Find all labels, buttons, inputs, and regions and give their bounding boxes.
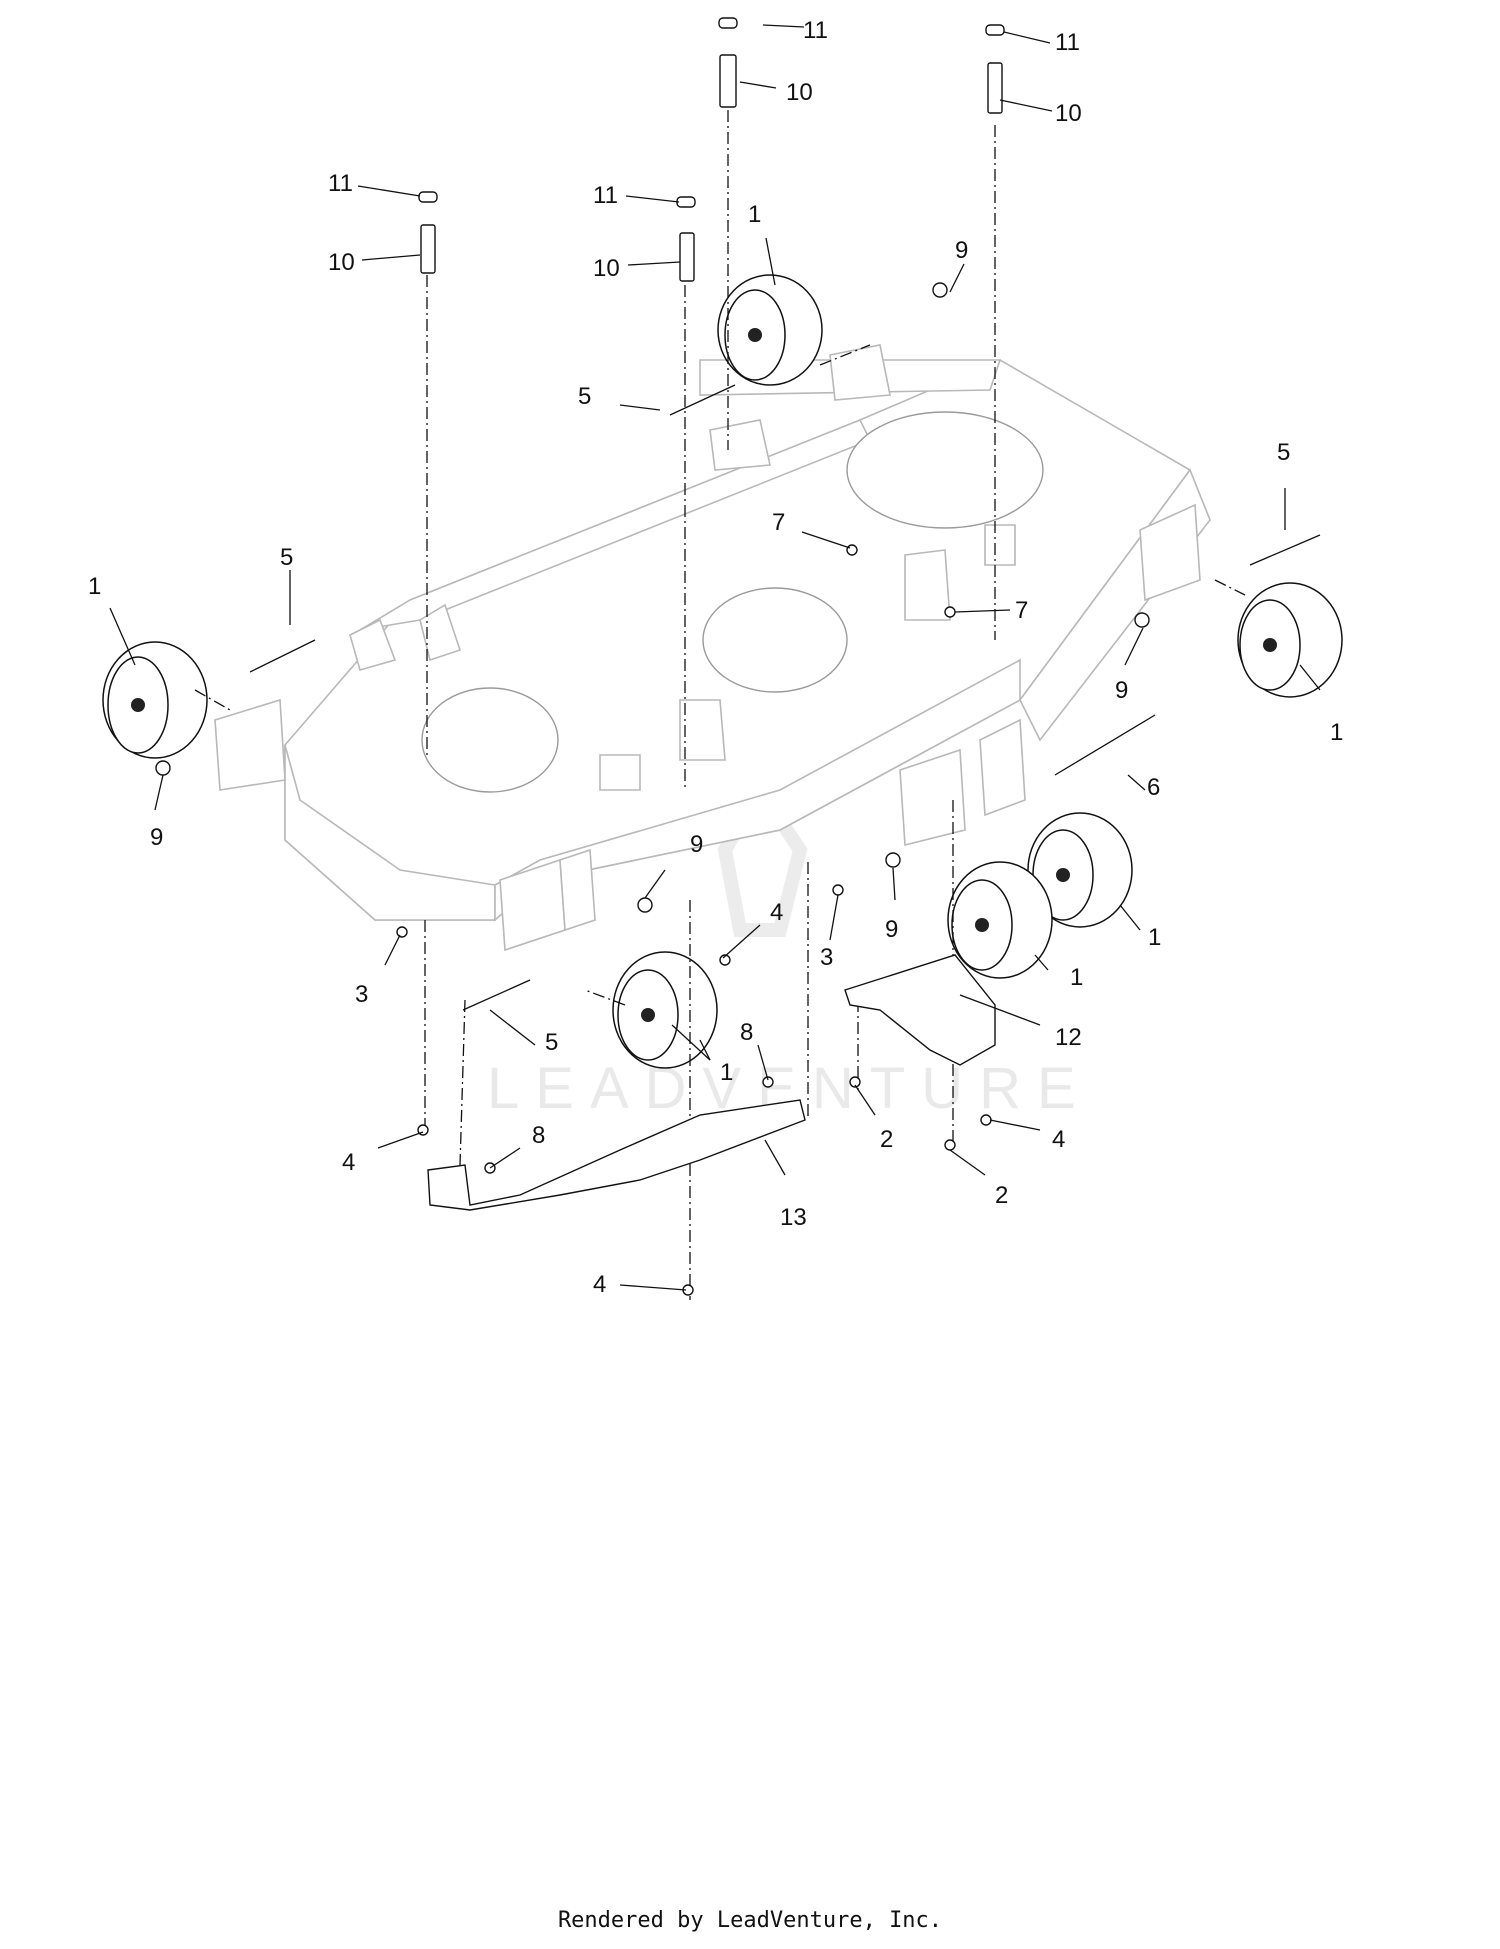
hardware <box>155 17 1321 1296</box>
deck-wheel-front-center <box>612 951 718 1069</box>
callout-1: 1 <box>88 573 101 600</box>
callout-4: 4 <box>770 899 783 926</box>
callout-2: 2 <box>880 1126 893 1153</box>
watermark: LEADVENTURE <box>487 776 1076 1121</box>
callout-10: 10 <box>593 255 620 282</box>
callout-11: 11 <box>593 182 618 209</box>
callout-4: 4 <box>1052 1126 1065 1153</box>
callout-1: 1 <box>1148 924 1161 951</box>
callout-9: 9 <box>1115 677 1128 704</box>
callout-9: 9 <box>955 237 968 264</box>
alignment-lines <box>194 110 1246 1300</box>
callout-10: 10 <box>786 79 813 106</box>
callout-11: 11 <box>328 170 353 197</box>
callout-4: 4 <box>342 1149 355 1176</box>
mower-deck <box>214 344 1211 952</box>
baffle-bracket-13 <box>427 1099 806 1211</box>
callout-11: 11 <box>1055 29 1080 56</box>
blade-opening-left <box>421 687 559 793</box>
callout-3: 3 <box>355 981 368 1008</box>
callout-13: 13 <box>780 1204 807 1231</box>
callout-1: 1 <box>720 1059 733 1086</box>
callout-9: 9 <box>885 916 898 943</box>
callout-10: 10 <box>328 249 355 276</box>
callout-2: 2 <box>995 1182 1008 1209</box>
callout-5: 5 <box>578 383 591 410</box>
callout-8: 8 <box>532 1122 545 1149</box>
callout-11: 11 <box>803 17 828 44</box>
footer-credit: Rendered by LeadVenture, Inc. <box>557 1908 943 1933</box>
callout-7: 7 <box>772 509 785 536</box>
deck-wheel-front-right-inner <box>947 861 1053 979</box>
callout-12: 12 <box>1055 1024 1082 1051</box>
callout-7: 7 <box>1015 597 1028 624</box>
callout-9: 9 <box>150 824 163 851</box>
callout-6: 6 <box>1147 774 1160 801</box>
callouts: 1 1 1 1 1 1 1 2 2 3 3 4 4 4 4 4 5 5 5 5 … <box>88 17 1343 1298</box>
baffle-bracket-12 <box>844 954 996 1066</box>
callout-9: 9 <box>690 831 703 858</box>
blade-opening-right <box>846 411 1044 529</box>
callout-5: 5 <box>545 1029 558 1056</box>
callout-10: 10 <box>1055 100 1082 127</box>
callout-1: 1 <box>1330 719 1343 746</box>
callout-1: 1 <box>1070 964 1083 991</box>
callout-5: 5 <box>280 544 293 571</box>
callout-8: 8 <box>740 1019 753 1046</box>
deck-wheel-left <box>102 641 208 759</box>
callout-3: 3 <box>820 944 833 971</box>
leader-lines <box>109 24 1321 1291</box>
callout-1: 1 <box>748 201 761 228</box>
callout-5: 5 <box>1277 439 1290 466</box>
callout-4: 4 <box>593 1271 606 1298</box>
deck-wheel-right <box>1237 582 1343 698</box>
blade-opening-center <box>702 587 848 693</box>
deck-wheel-rear-center <box>717 274 823 386</box>
